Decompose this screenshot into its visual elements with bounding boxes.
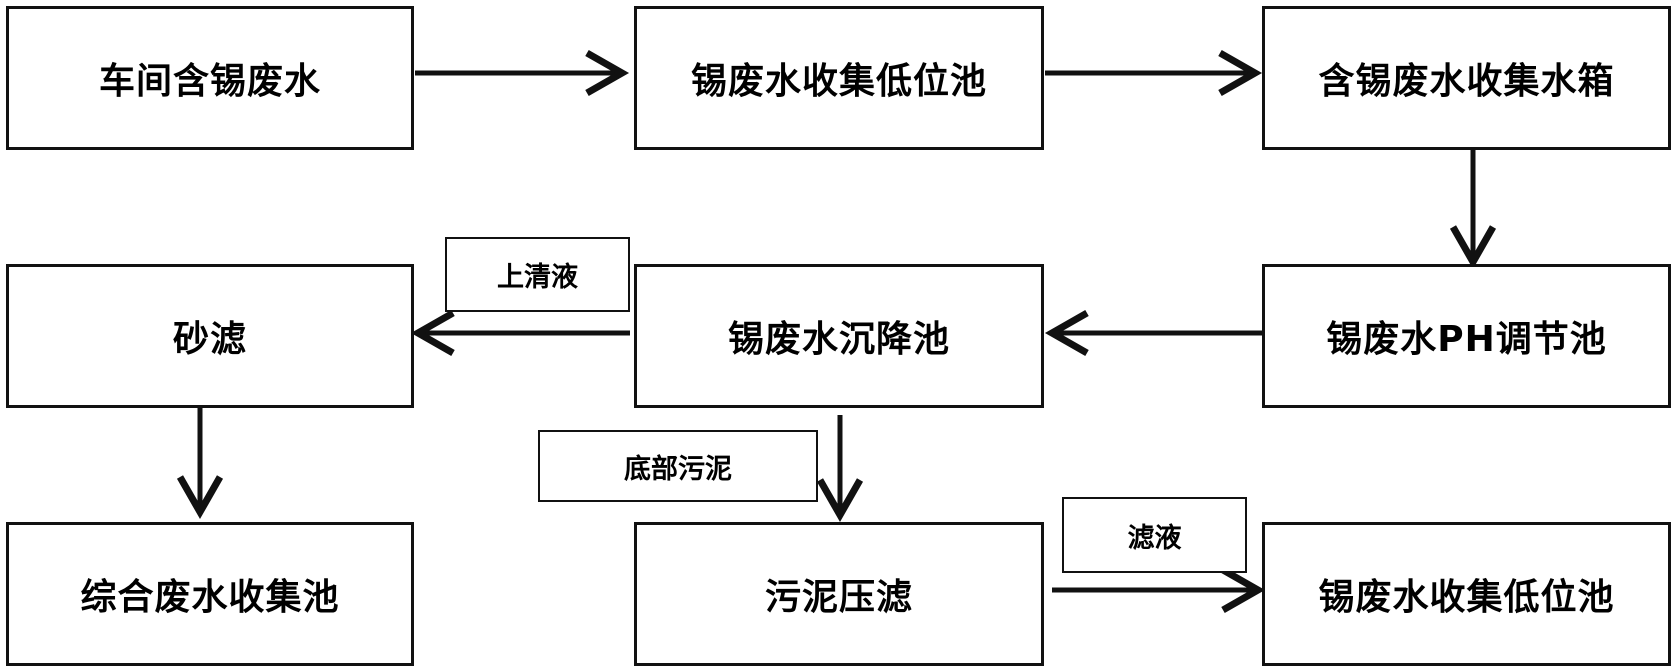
node-tin-collection-low-pool: 锡废水收集低位池: [634, 6, 1044, 150]
node-tin-collection-tank: 含锡废水收集水箱: [1262, 6, 1671, 150]
node-tin-collection-low-pool-2: 锡废水收集低位池: [1262, 522, 1671, 666]
node-workshop-tin-wastewater: 车间含锡废水: [6, 6, 414, 150]
label-filtrate: 滤液: [1062, 497, 1247, 573]
node-tin-ph-adjust-pool: 锡废水PH调节池: [1262, 264, 1671, 408]
label-supernatant: 上清液: [445, 237, 630, 312]
label-bottom-sludge: 底部污泥: [538, 430, 818, 502]
node-sludge-press-filter: 污泥压滤: [634, 522, 1044, 666]
node-sand-filter: 砂滤: [6, 264, 414, 408]
node-comprehensive-collection-pool: 综合废水收集池: [6, 522, 414, 666]
node-tin-sedimentation-pool: 锡废水沉降池: [634, 264, 1044, 408]
